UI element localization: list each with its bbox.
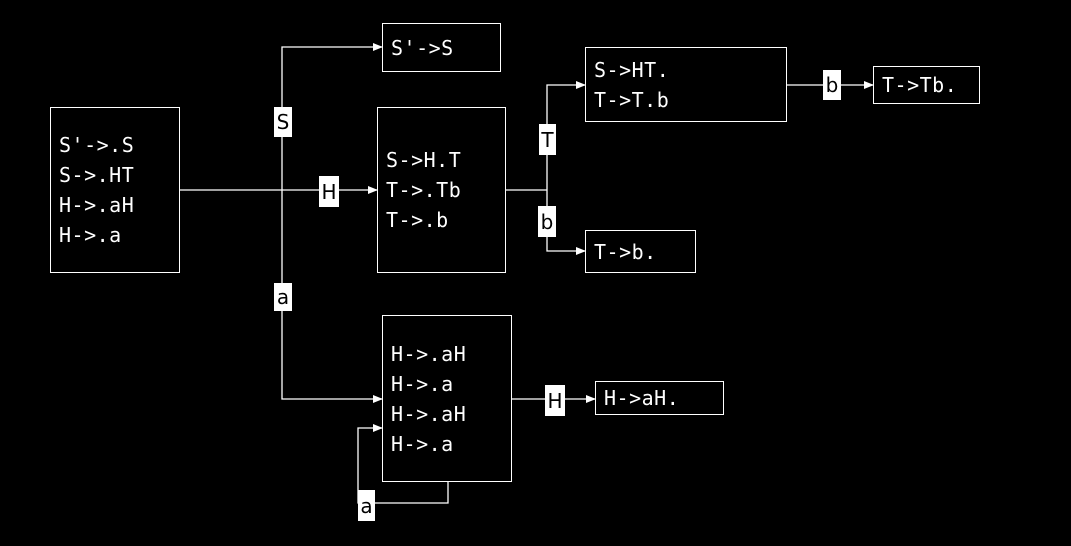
state-s7: H->aH. [595, 381, 724, 415]
state-s1-item: S'->S [391, 35, 454, 60]
edge-label-s2-s3: T [539, 124, 556, 155]
state-s0-item: H->.a [59, 223, 122, 247]
state-s0-item: H->.aH [59, 193, 135, 217]
state-s5: T->b. [585, 230, 696, 273]
state-s6-item: H->.aH [391, 401, 467, 426]
state-s1: S'->S [382, 23, 501, 72]
state-s5-item: T->b. [594, 239, 657, 264]
state-s6-item: H->.a [391, 371, 454, 396]
edge-s0-s1-line [281, 43, 383, 190]
state-s2: S->H.T T->.Tb T->.b [377, 107, 506, 273]
state-s4-item: T->Tb. [882, 73, 958, 97]
edge-s0-s6-line [281, 190, 383, 403]
edge-label-s3-s4: b [823, 70, 841, 100]
state-s2-item: T->.b [386, 208, 449, 232]
state-s3-item: S->HT. [594, 57, 670, 82]
edge-label-s6-self: a [358, 490, 375, 521]
state-s3: S->HT. T->T.b [585, 47, 787, 122]
edge-s2-s3-line [546, 81, 586, 190]
edge-label-s0-s2: H [319, 176, 339, 207]
state-s6-item: H->.a [391, 431, 454, 456]
state-s7-item: H->aH. [604, 386, 680, 410]
edge-label-s2-s5: b [538, 206, 556, 237]
state-s2-item: S->H.T [386, 148, 462, 172]
state-s4: T->Tb. [873, 66, 980, 104]
state-s0-item: S'->.S [59, 133, 135, 157]
edge-label-s0-s1: S [274, 107, 292, 137]
state-s3-item: T->T.b [594, 87, 670, 112]
state-s6: H->.aH H->.a H->.aH H->.a [382, 315, 512, 482]
edge-label-s6-s7: H [545, 385, 565, 416]
state-s0: S'->.S S->.HT H->.aH H->.a [50, 107, 180, 273]
state-s6-item: H->.aH [391, 341, 467, 366]
edge-label-s0-s6: a [274, 283, 292, 311]
state-s2-item: T->.Tb [386, 178, 462, 202]
state-s0-item: S->.HT [59, 163, 135, 187]
